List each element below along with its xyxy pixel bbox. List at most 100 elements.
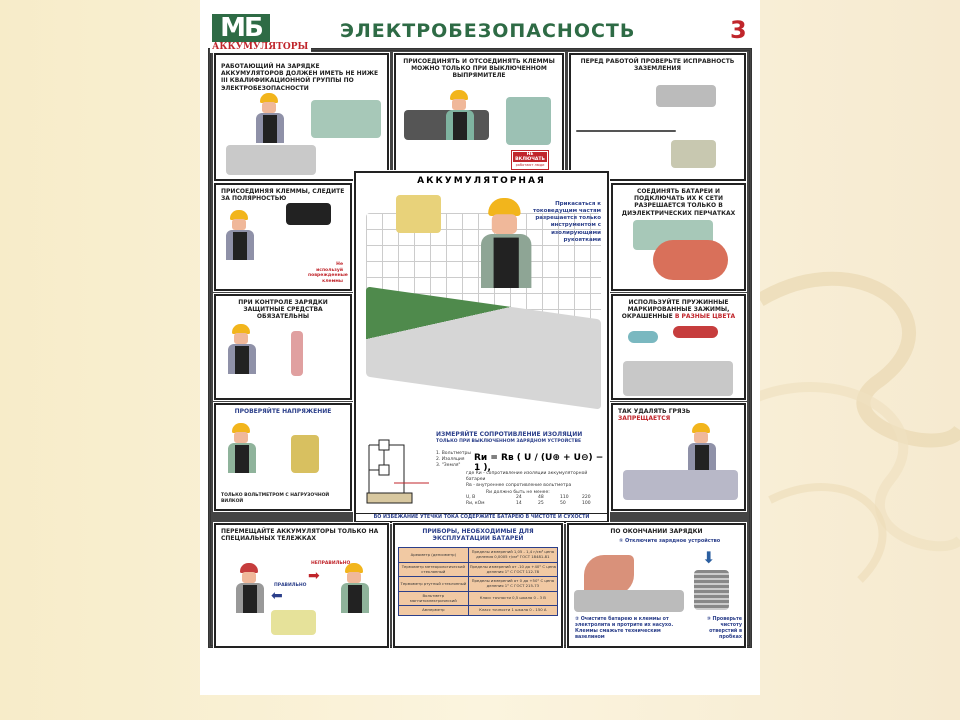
load-fork-voltmeter-illustration [291, 435, 319, 473]
voltage-note: только вольтметром с нагрузочной вилкой [221, 493, 330, 504]
decorative-swirl [747, 271, 960, 583]
battery-illustration [623, 361, 733, 396]
vent-plug-illustration [694, 570, 729, 610]
do-not-switch-on-sign: НЕ ВКЛЮЧАТЬ работают люди [511, 150, 549, 170]
step-2: ② Очистите батарею и клеммы от электроли… [575, 617, 674, 640]
worker-illustration [226, 210, 254, 260]
caption: Перемещайте аккумуляторы только на специ… [221, 528, 379, 543]
worker-illustration [228, 324, 256, 374]
panel-clamps: Используйте пружинные маркированные зажи… [610, 293, 747, 401]
panel-grounding: Перед работой проверьте исправность зазе… [568, 52, 747, 182]
cart-illustration [271, 610, 316, 635]
battery-illustration [226, 145, 316, 175]
arrow-right-icon: ➡ [308, 568, 320, 584]
cell: Амперметр [398, 605, 469, 616]
arrow-left-icon: ⬅ [271, 588, 283, 604]
sign-subtext: работают люди [515, 163, 545, 167]
sheet-number: 3 [730, 16, 747, 44]
panel-protection: При контроле зарядки защитные средства о… [213, 293, 353, 401]
cell: 14 [516, 501, 522, 507]
gloved-hand-illustration [584, 555, 634, 595]
caption-highlight: в разные цвета [674, 313, 736, 321]
caption: Присоединяя клеммы, следите за полярност… [221, 188, 345, 203]
caption: Соединять батареи и подключать их к сети… [621, 188, 736, 217]
sign-text: НЕ ВКЛЮЧАТЬ [513, 152, 547, 162]
worker-illustration [688, 423, 716, 473]
cell: 100 [582, 501, 591, 507]
battery-illustration [671, 140, 716, 168]
caption: Приборы, необходимые для эксплуатации ба… [422, 528, 534, 543]
formula: Rи = Rв ( U / (U⊕ + U⊖) − 1 ), [474, 453, 604, 473]
clamp-illustration [628, 331, 658, 343]
cell: 48 [538, 495, 544, 501]
panel-terminals-off: Присоединять и отсоединять клеммы можно … [393, 52, 565, 182]
formula-where: где Rи - сопротивление изоляции аккумуля… [466, 471, 588, 482]
cell: Пределы измерений от -10 до +40° C цена … [467, 561, 559, 578]
cell: 24 [516, 495, 522, 501]
logo-subtitle: АККУМУЛЯТОРЫ [210, 42, 312, 53]
center-title: АККУМУЛЯТОРНАЯ [417, 176, 546, 186]
step-1: ① Отключите зарядное устройство [619, 538, 721, 544]
wrong-label: НЕПРАВИЛЬНО [311, 561, 351, 566]
panel-gloves: Соединять батареи и подключать их к сети… [610, 182, 747, 292]
step-3: ③ Проверьте чистоту отверстий в пробках [706, 617, 742, 640]
clamp-illustration [673, 326, 718, 338]
hydrometer-illustration [291, 331, 303, 376]
caption: При контроле зарядки защитные средства о… [238, 299, 328, 321]
circuit-diagram [366, 439, 429, 504]
panel-instruments: Приборы, необходимые для эксплуатации ба… [392, 522, 564, 649]
insulation-subtitle: только при выключенном зарядном устройст… [436, 439, 582, 444]
cell: Пределы измерений от 0 до +50° C цена де… [467, 576, 559, 592]
table-row: Ареометр (денсиметр)Пределы измерений 1,… [398, 547, 559, 563]
formula-rv: Rв - внутреннее сопротивление вольтметра [466, 482, 572, 488]
busbar-illustration [396, 195, 441, 233]
caption: Перед работой проверьте исправность зазе… [580, 58, 735, 73]
cell: 25 [538, 501, 544, 507]
legend-item: 1. Вольтметры [436, 451, 471, 456]
panel-dirt: Так удалять грязь запрещается [610, 402, 747, 512]
legend-item: 2. Изоляция [436, 456, 465, 462]
caption: Используйте пружинные маркированные зажи… [621, 299, 730, 321]
safety-poster: МБ АККУМУЛЯТОРЫ ЭЛЕКТРОБЕЗОПАСНОСТЬ 3 Ра… [200, 0, 760, 695]
center-note: Прикасаться к токоведущим частям разреша… [532, 201, 601, 243]
charger-illustration [311, 100, 381, 138]
cell: 50 [560, 501, 566, 507]
cell: Класс точности 1 шкала 0 - 150 А [467, 605, 559, 616]
cell: 220 [582, 495, 591, 501]
caption: Так удалять грязь [618, 408, 691, 415]
charger-illustration [656, 85, 716, 107]
worker-illustration [256, 93, 284, 143]
row-label: U, В [466, 495, 476, 501]
panel-polarity: Присоединяя клеммы, следите за полярност… [213, 182, 353, 292]
worker-illustration [481, 198, 532, 288]
panel-end-of-charge: По окончании зарядки ① Отключите зарядно… [566, 522, 747, 649]
insulation-title: Измеряйте сопротивление изоляции [436, 431, 583, 438]
logo: МБ [212, 14, 270, 42]
worker-illustration [341, 563, 369, 613]
legend-item: 3. "Земля" [436, 462, 461, 468]
cell: Термометр ртутный стеклянный [398, 576, 469, 592]
cell: Пределы измерений 1,05 - 1,4 г/см³ цена … [467, 547, 559, 563]
worker-illustration [228, 423, 256, 473]
caption: Присоединять и отсоединять клеммы можно … [403, 58, 555, 80]
cell: Ареометр (денсиметр) [398, 547, 469, 563]
caption: По окончании зарядки [610, 528, 703, 535]
panel-qualification: Работающий на зарядке аккумуляторов долж… [213, 52, 390, 182]
caption: Работающий на зарядке аккумуляторов долж… [221, 63, 379, 92]
terminal-block-illustration [286, 203, 331, 225]
poster-title: ЭЛЕКТРОБЕЗОПАСНОСТЬ [340, 20, 636, 42]
row-label: Rи, кОм [466, 501, 485, 507]
gloved-hands-illustration [653, 240, 728, 280]
min-title: Rи должно быть не менее: [486, 489, 550, 495]
cell: 110 [560, 495, 569, 501]
battery-top-illustration [574, 590, 684, 612]
cell: Класс точности 0,5 шкала 0 - 3 В [467, 590, 559, 607]
caption-highlight: запрещается [618, 415, 671, 423]
cell: Вольтметр магнитоэлектрический [398, 590, 469, 607]
battery-illustration [623, 470, 738, 500]
rectifier-illustration [506, 97, 551, 145]
